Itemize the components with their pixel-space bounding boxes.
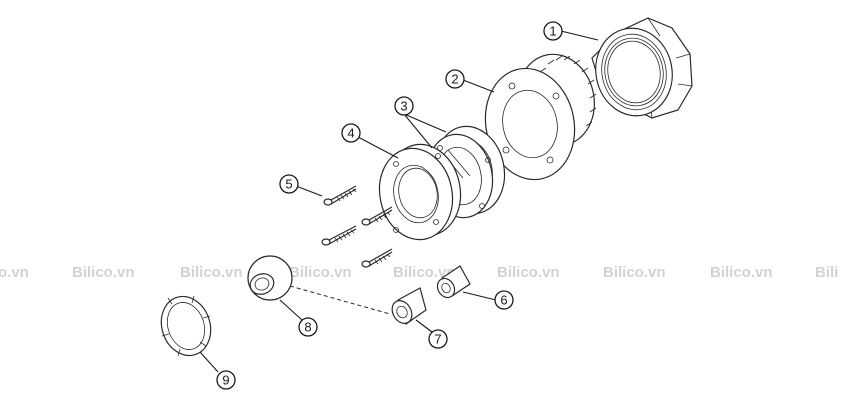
callout-7: 7 <box>415 319 448 349</box>
callout-label: 7 <box>434 332 441 347</box>
part-9-retaining-ring <box>160 295 212 357</box>
part-2-threaded-flange <box>484 53 597 181</box>
callout-label: 2 <box>451 72 458 87</box>
screw <box>321 225 357 246</box>
callout-3: 3 <box>394 96 447 149</box>
watermark: Bilico.vn <box>289 264 352 281</box>
watermark: Bilico.vn <box>180 264 243 281</box>
callout-label: 8 <box>304 320 311 335</box>
callout-label: 4 <box>347 126 354 141</box>
part-4-face-plate <box>378 143 462 241</box>
callout-6: 6 <box>462 290 514 310</box>
watermark: Bilico.vn <box>72 264 135 281</box>
part-5-screws <box>321 185 393 268</box>
callout-4: 4 <box>341 123 399 159</box>
screw <box>323 185 357 206</box>
part-8-ball <box>247 255 391 315</box>
part-6-nozzle <box>436 265 471 299</box>
callout-1: 1 <box>543 21 599 41</box>
watermark: Bilico.vn <box>603 264 666 281</box>
callout-label: 3 <box>400 99 407 114</box>
screw <box>361 206 393 226</box>
callout-label: 1 <box>549 24 556 39</box>
watermark-row: o.vn Bilico.vn Bilico.vn Bilico.vn Bilic… <box>0 264 838 281</box>
callout-9: 9 <box>199 351 236 390</box>
watermark: Bilico.vn <box>393 264 456 281</box>
watermark: Bilico.vn <box>497 264 560 281</box>
watermark-partial-left: o.vn <box>0 264 29 281</box>
part-1-hex-nut <box>591 17 693 119</box>
part-7-eyeball-insert <box>391 287 427 325</box>
callout-label: 9 <box>222 373 229 388</box>
screw <box>361 248 393 268</box>
watermark-partial-right: Bili <box>815 264 838 281</box>
callout-5: 5 <box>279 174 323 197</box>
callout-8: 8 <box>279 299 318 337</box>
callout-label: 5 <box>285 177 292 192</box>
callout-2: 2 <box>445 69 495 93</box>
watermark: Bilico.vn <box>710 264 773 281</box>
callout-label: 6 <box>500 293 507 308</box>
